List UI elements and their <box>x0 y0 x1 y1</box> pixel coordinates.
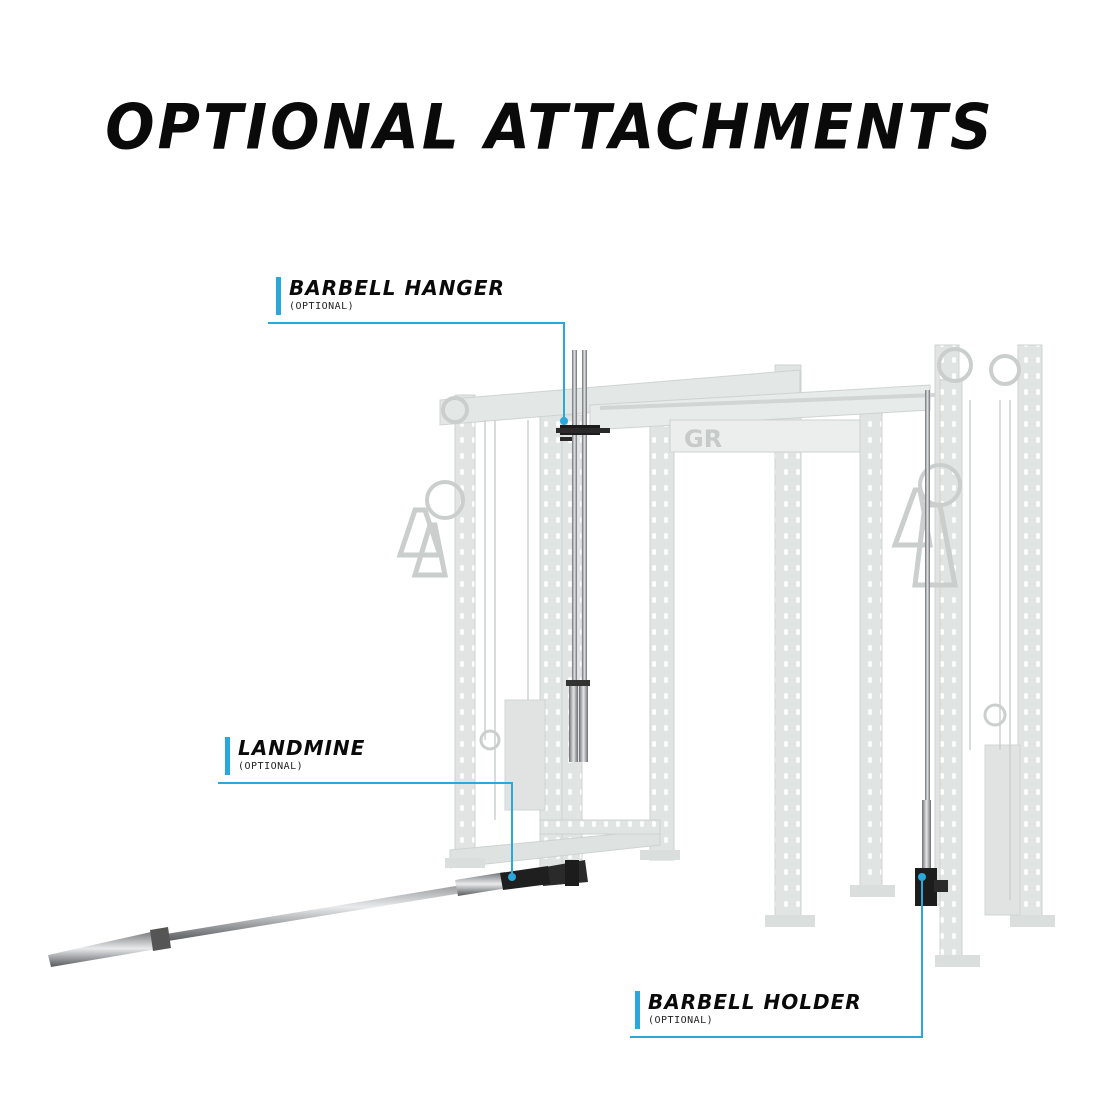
barbell-hanger <box>556 350 610 762</box>
accent-bar <box>635 991 640 1029</box>
accent-bar <box>225 737 230 775</box>
callout-lines <box>218 322 923 1038</box>
callout-title: LANDMINE <box>238 736 366 760</box>
callout-note: (OPTIONAL) <box>238 761 304 772</box>
logo-text: GR <box>684 425 722 453</box>
callout-title: BARBELL HOLDER <box>648 990 862 1014</box>
rack-frame: GR <box>396 344 1055 967</box>
callout-title: BARBELL HANGER <box>289 276 505 300</box>
callout-dots <box>508 417 926 881</box>
callout-note: (OPTIONAL) <box>648 1015 714 1026</box>
page-title: OPTIONAL ATTACHMENTS <box>105 90 995 164</box>
callout-note: (OPTIONAL) <box>289 301 355 312</box>
landmine <box>48 860 588 967</box>
accent-bar <box>276 277 281 315</box>
